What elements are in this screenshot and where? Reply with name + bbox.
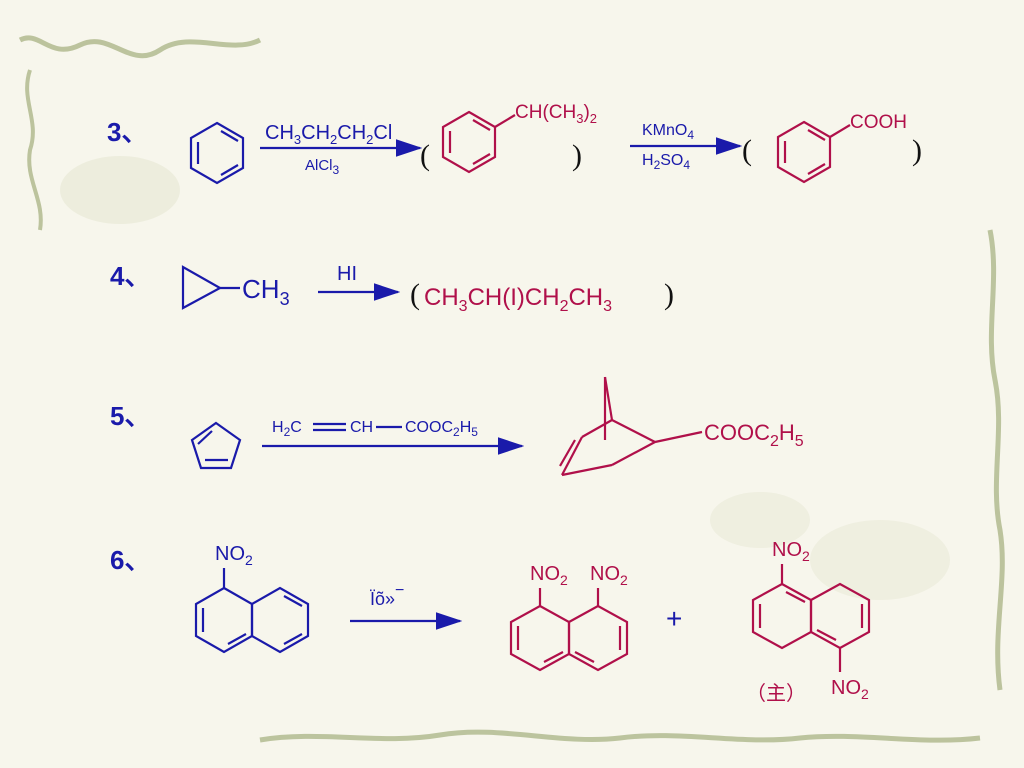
dinitronaphthalene-product-1-8	[509, 588, 629, 672]
carboxyl-group: COOH	[850, 112, 907, 133]
reaction-6: 6、 NO2 Ïõ»− NO2 NO2	[110, 539, 871, 705]
reaction-5: 5、 H2C CH COOC2H5	[110, 376, 804, 477]
nitro-group: NO2	[831, 677, 869, 702]
reagent-nitrating: Ïõ»−	[370, 582, 404, 609]
vinyl-ch: CH	[350, 419, 373, 436]
naphthalene-reactant	[194, 568, 310, 654]
nitro-group: NO2	[772, 539, 810, 564]
reaction-3: 3、 CH3CH2CH2Cl AlCl3 ( CH(CH3)2 )	[107, 102, 922, 185]
answer-paren-left: (	[410, 278, 420, 311]
cyclopentadiene-ring	[190, 421, 242, 470]
reaction-number: 3、	[107, 117, 147, 147]
answer-paren-left: (	[420, 139, 430, 172]
reaction-4: 4、 CH3 HI ( CH3CH(I)CH2CH3 )	[110, 261, 674, 315]
reaction-number: 4、	[110, 261, 150, 291]
norbornene-product	[559, 376, 703, 477]
nitro-group: NO2	[215, 543, 253, 568]
oxidant-kmno4: KMnO4	[642, 122, 694, 142]
ester-substituent: COOC2H5	[704, 420, 804, 450]
reaction-number: 6、	[110, 545, 150, 575]
benzoic-acid-ring	[776, 120, 851, 184]
answer-paren-left: (	[742, 134, 752, 167]
reaction-number: 5、	[110, 401, 150, 431]
answer-paren-right: )	[912, 134, 922, 167]
answer-paren-right: )	[572, 139, 582, 172]
major-product-label: （主）	[746, 682, 806, 705]
ester-group: COOC2H5	[405, 419, 478, 439]
cumene-ring	[441, 110, 516, 174]
reagent-hi: HI	[337, 263, 357, 285]
reagent-propyl-chloride: CH3CH2CH2Cl	[265, 122, 392, 147]
plus-sign: +	[666, 603, 682, 634]
acid-h2so4: H2SO4	[642, 152, 690, 172]
product-2-iodobutane: CH3CH(I)CH2CH3	[424, 284, 612, 315]
isopropyl-group: CH(CH3)2	[515, 102, 597, 126]
nitro-group: NO2	[590, 563, 628, 588]
methyl-group: CH3	[242, 274, 290, 309]
nitro-group: NO2	[530, 563, 568, 588]
catalyst-alcl3: AlCl3	[305, 157, 340, 177]
dinitronaphthalene-product-1-5	[751, 564, 871, 672]
cyclopropane-ring	[181, 265, 240, 310]
vine-decoration	[18, 35, 1005, 743]
ethyl-acrylate: H2C	[272, 419, 302, 439]
answer-paren-right: )	[664, 278, 674, 311]
benzene-ring	[189, 121, 245, 185]
